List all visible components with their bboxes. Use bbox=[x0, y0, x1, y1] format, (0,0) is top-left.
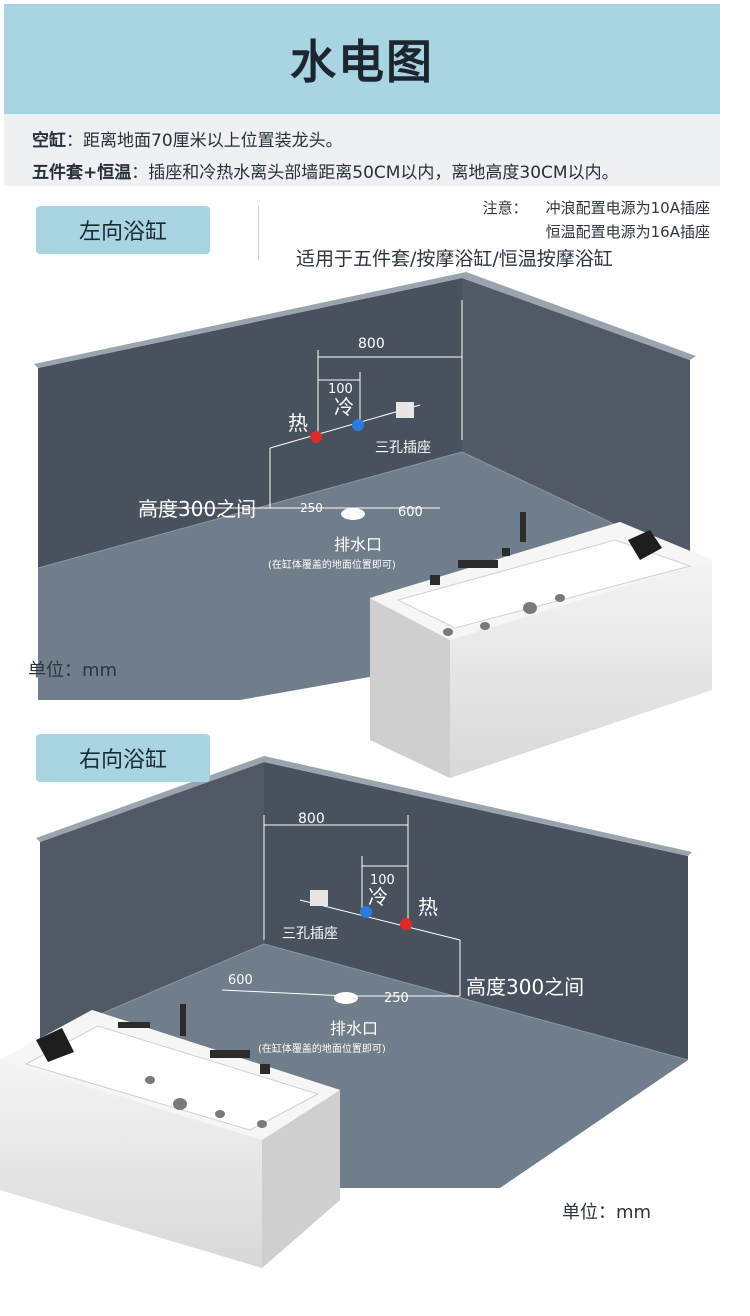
note-empty-tub-label: 空缸 bbox=[32, 131, 66, 151]
left-socket-label: 三孔插座 bbox=[375, 440, 431, 456]
left-dimensions bbox=[140, 300, 463, 509]
right-socket-icon bbox=[310, 890, 328, 906]
left-wall-edge bbox=[34, 272, 696, 368]
right-drain-label: 排水口 bbox=[330, 1019, 378, 1038]
left-cold-dot bbox=[352, 419, 364, 431]
left-back-wall bbox=[38, 278, 462, 568]
left-cold-label: 冷 bbox=[334, 395, 354, 419]
left-bathtub bbox=[370, 512, 712, 778]
right-tub-title: 右向浴缸 bbox=[36, 734, 210, 782]
note-empty-tub: 空缸：距离地面70厘米以上位置装龙头。 bbox=[32, 126, 343, 151]
applies-to: 适用于五件套/按摩浴缸/恒温按摩浴缸 bbox=[296, 248, 613, 270]
left-height-label: 高度300之间 bbox=[138, 497, 256, 521]
page-title: 水电图 bbox=[290, 35, 434, 89]
left-dim-800: 800 bbox=[358, 336, 385, 352]
right-socket-label: 三孔插座 bbox=[282, 926, 338, 942]
caution-label: 注意： bbox=[482, 199, 528, 217]
install-notes: 空缸：距离地面70厘米以上位置装龙头。 五件套+恒温：插座和冷热水离头部墙距离5… bbox=[4, 114, 720, 186]
caution-line-1: 冲浪配置电源为10A插座 bbox=[545, 199, 710, 217]
right-height-label: 高度300之间 bbox=[466, 975, 584, 999]
right-dim-800: 800 bbox=[298, 811, 325, 827]
note-five-piece-label: 五件套+恒温 bbox=[32, 163, 132, 183]
note-empty-tub-text: ：距离地面70厘米以上位置装龙头。 bbox=[66, 131, 343, 151]
right-dim-250: 250 bbox=[384, 991, 409, 1006]
right-side-wall bbox=[40, 762, 264, 1040]
left-dim-600: 600 bbox=[398, 505, 423, 520]
divider bbox=[258, 206, 259, 260]
right-drain-icon bbox=[334, 992, 358, 1004]
left-tub-title: 左向浴缸 bbox=[36, 206, 210, 254]
right-dim-100: 100 bbox=[370, 873, 395, 888]
note-five-piece-text: ：插座和冷热水离头部墙距离50CM以内，离地高度30CM以内。 bbox=[131, 163, 619, 183]
right-back-wall bbox=[264, 762, 688, 1060]
right-bathtub bbox=[0, 1004, 340, 1268]
right-dimensions bbox=[221, 815, 461, 997]
left-dim-100: 100 bbox=[328, 382, 353, 397]
left-drain-label: 排水口 bbox=[334, 535, 382, 554]
right-drain-note: (在缸体覆盖的地面位置即可) bbox=[258, 1042, 386, 1055]
note-five-piece: 五件套+恒温：插座和冷热水离头部墙距离50CM以内，离地高度30CM以内。 bbox=[32, 158, 619, 183]
right-hot-label: 热 bbox=[418, 895, 438, 919]
left-hot-label: 热 bbox=[288, 411, 308, 435]
caution-line-2: 恒温配置电源为16A插座 bbox=[545, 223, 710, 241]
left-dim-250: 250 bbox=[300, 501, 323, 515]
right-unit: 单位：mm bbox=[562, 1202, 652, 1223]
left-hot-dot bbox=[310, 431, 322, 443]
left-side-wall bbox=[462, 278, 690, 560]
left-drain-icon bbox=[341, 508, 365, 520]
power-caution: 注意： 冲浪配置电源为10A插座 恒温配置电源为16A插座 bbox=[483, 196, 710, 244]
right-cold-dot bbox=[360, 906, 372, 918]
right-dim-600: 600 bbox=[228, 973, 253, 988]
title-banner: 水电图 bbox=[4, 4, 720, 114]
right-hot-dot bbox=[400, 918, 412, 930]
left-socket-icon bbox=[396, 402, 414, 418]
left-unit: 单位：mm bbox=[28, 660, 118, 681]
right-cold-label: 冷 bbox=[368, 885, 388, 909]
left-drain-note: (在缸体覆盖的地面位置即可) bbox=[268, 558, 396, 571]
